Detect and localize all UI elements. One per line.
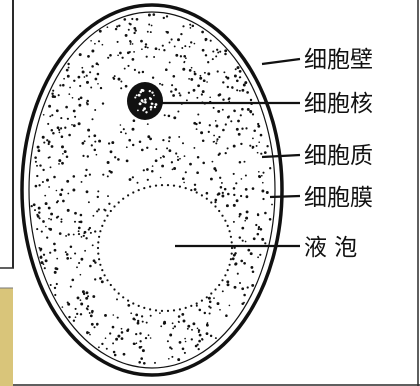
nucleus (127, 82, 163, 120)
leader-cell-wall (262, 59, 300, 64)
label-cytoplasm: 细胞质 (304, 143, 373, 169)
khaki-panel (0, 288, 13, 386)
label-cell-wall: 细胞壁 (304, 47, 373, 73)
labels: 细胞壁 细胞核 细胞质 细胞膜 液 泡 (304, 47, 373, 261)
vacuole (99, 186, 231, 310)
label-cell-membrane: 细胞膜 (304, 185, 373, 211)
leader-cell-membrane (270, 196, 300, 197)
label-vacuole: 液 泡 (304, 235, 357, 261)
label-nucleus: 细胞核 (304, 91, 373, 117)
